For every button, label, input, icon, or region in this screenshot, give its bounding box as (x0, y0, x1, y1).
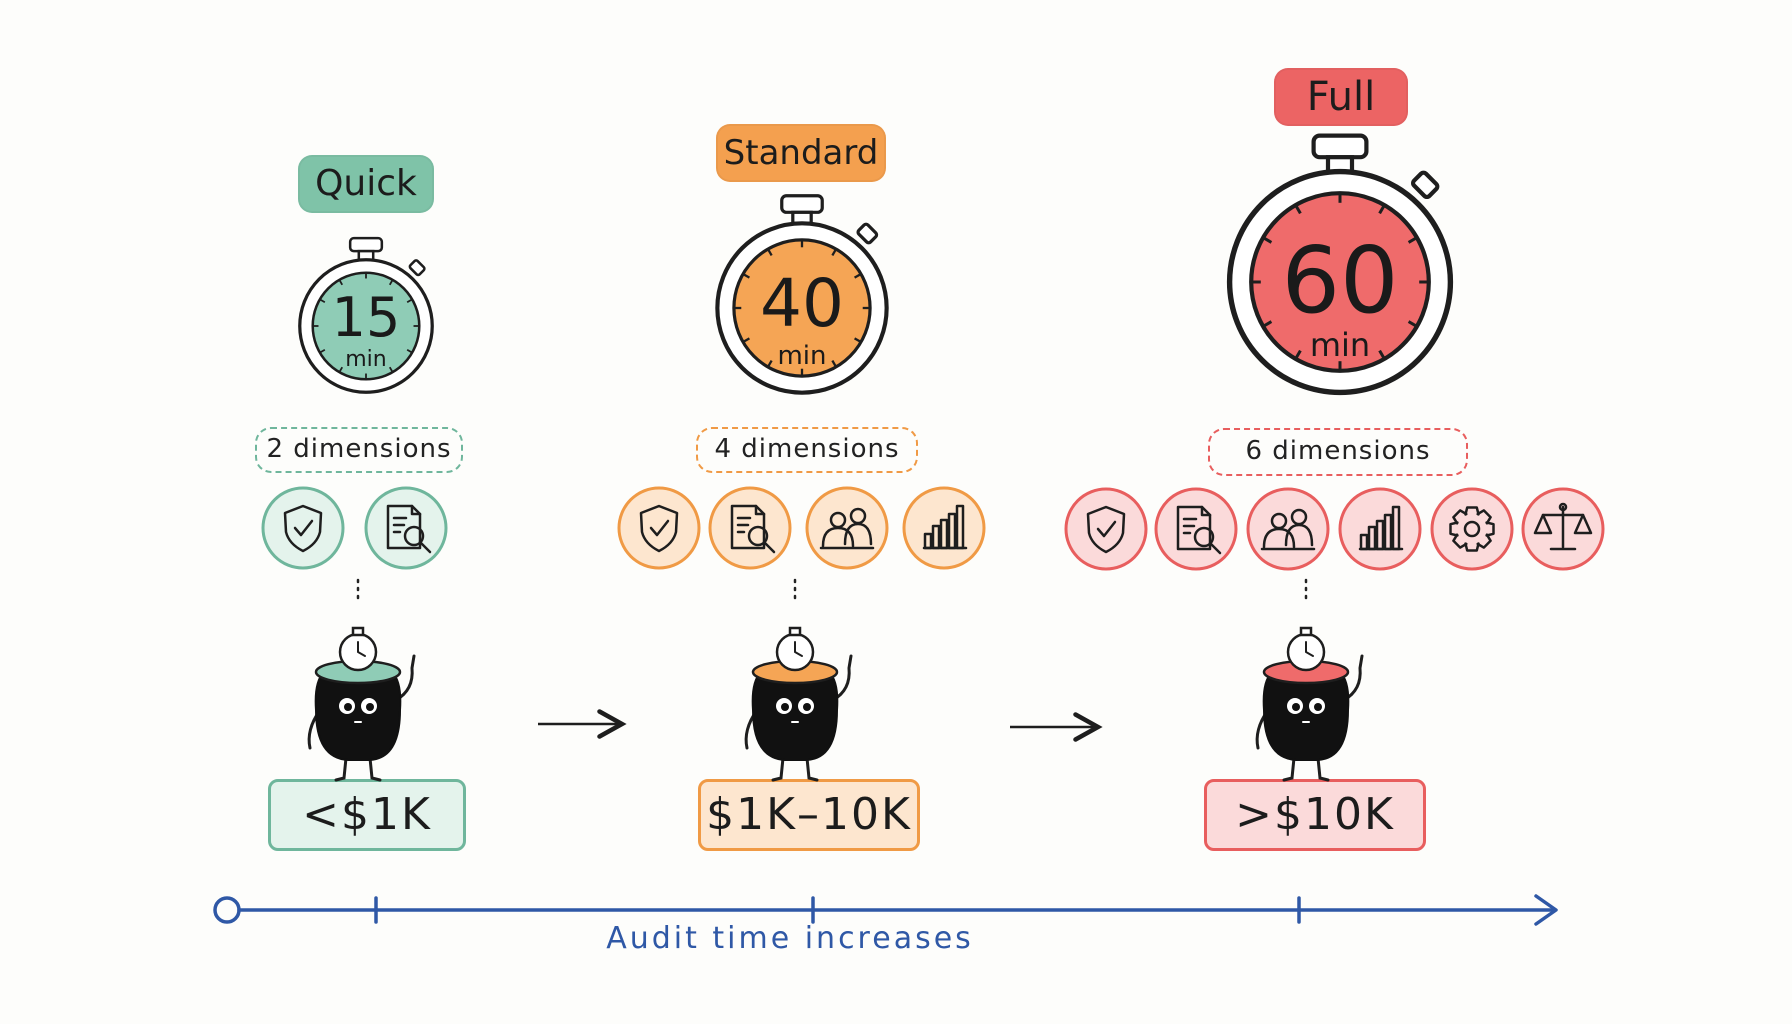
axis-origin (213, 896, 241, 924)
price-box-full: >$10K (1204, 779, 1426, 851)
stopwatch-full-icon (1226, 133, 1454, 396)
stopwatch-standard-icon (715, 194, 889, 395)
price-box-standard: $1K–10K (698, 779, 920, 851)
dimensions-label-full: 6 dimensions (1208, 428, 1468, 476)
stopwatch-tick (854, 272, 862, 279)
mascot-standard-icon (744, 626, 853, 782)
dimensions-label-quick: 2 dimensions (255, 427, 463, 473)
dimension-icon-circle (1338, 487, 1422, 571)
mascot-body (314, 671, 402, 761)
shield-check-icon (639, 504, 679, 553)
dimension-icons-full (1064, 487, 1605, 571)
tier-title-quick: Quick (298, 155, 434, 213)
stopwatch-value-standard: 40 (760, 265, 844, 342)
mascot-body (1262, 671, 1350, 761)
dimension-icons-standard (617, 486, 986, 570)
document-search-icon (386, 504, 432, 554)
shield-check-icon (1086, 505, 1126, 554)
stopwatch-crown (780, 194, 824, 214)
scales-icon (1533, 502, 1593, 551)
mascot-quick-icon (307, 626, 416, 782)
stopwatch-tick (338, 366, 344, 373)
mascot-hat-crown (788, 626, 802, 637)
dimension-icon-circle (364, 486, 448, 570)
stopwatch-side-button (1411, 170, 1440, 199)
gear-icon (1449, 506, 1495, 552)
stopwatch-tick (406, 348, 413, 354)
stopwatch-tick (406, 298, 413, 304)
dimension-icon-circle (708, 486, 792, 570)
stopwatch-crown (1311, 133, 1369, 160)
stopwatch-tick (854, 337, 862, 344)
stopwatch-tick (1378, 349, 1386, 360)
dimension-icons-quick (261, 486, 448, 570)
stopwatch-tick (319, 298, 326, 304)
dimension-icon-circle (1430, 487, 1514, 571)
stopwatch-side-button (856, 222, 879, 245)
tier-title-standard: Standard (716, 124, 886, 182)
stopwatch-tick (831, 360, 838, 368)
stopwatch-unit-quick: min (345, 347, 387, 372)
tier-title-full: Full (1274, 68, 1408, 126)
dimension-icon-circle (902, 486, 986, 570)
stopwatch-tick (766, 248, 773, 256)
mascot-hat-crown (1299, 626, 1313, 637)
stopwatch-unit-full: min (1310, 326, 1370, 364)
stopwatch-tick (766, 360, 773, 368)
dimension-icon-circle (261, 486, 345, 570)
stopwatch-tick (831, 248, 838, 256)
document-search-icon (730, 504, 776, 554)
stopwatch-tick (338, 279, 344, 286)
mascot-full-icon (1255, 626, 1364, 782)
axis-arrowhead (1534, 894, 1558, 926)
stopwatch-tick (388, 366, 394, 373)
dimension-icon-circle (1064, 487, 1148, 571)
people-group-icon (1260, 508, 1316, 551)
stopwatch-tick (319, 348, 326, 354)
stopwatch-unit-standard: min (777, 341, 826, 371)
shield-check-icon (283, 504, 323, 553)
stopwatch-quick-icon (298, 236, 434, 394)
stopwatch-crown (348, 236, 384, 253)
stopwatch-value-full: 60 (1281, 227, 1398, 334)
bar-chart-icon (922, 504, 968, 550)
stopwatch-tick (1262, 320, 1273, 328)
people-group-icon (819, 507, 875, 550)
dimension-icon-circle (805, 486, 889, 570)
stopwatch-tick (1294, 349, 1302, 360)
stopwatch-tick (742, 337, 750, 344)
stopwatch-side-button (408, 259, 426, 277)
stopwatch-tick (1294, 204, 1302, 215)
mascot-body (751, 671, 839, 761)
axis-caption: Audit time increases (606, 921, 974, 956)
stopwatch-tick (388, 279, 394, 286)
price-box-quick: <$1K (268, 779, 466, 851)
stopwatch-tick (742, 272, 750, 279)
bar-chart-icon (1358, 505, 1404, 551)
dimension-icon-circle (1246, 487, 1330, 571)
document-search-icon (1176, 505, 1222, 555)
dimension-icon-circle (617, 486, 701, 570)
time-axis (213, 894, 1558, 926)
dimension-icon-circle (1154, 487, 1238, 571)
stopwatch-tick (1407, 320, 1418, 328)
dimensions-label-standard: 4 dimensions (696, 427, 918, 473)
stopwatch-tick (1378, 204, 1386, 215)
mascot-hat-crown (351, 626, 365, 637)
stopwatch-tick (1262, 236, 1273, 244)
stopwatch-value-quick: 15 (332, 286, 401, 349)
stopwatch-tick (1407, 236, 1418, 244)
